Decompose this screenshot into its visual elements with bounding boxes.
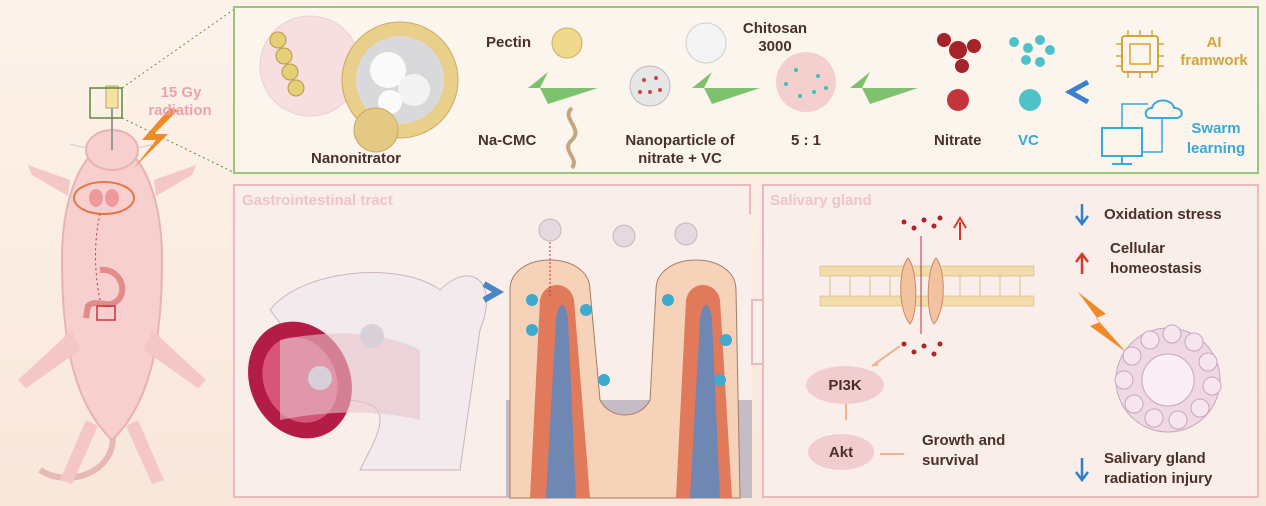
cellular-label: Cellular [1110,240,1166,257]
pi3k-label: PI3K [828,376,862,394]
cellular-label-line2: homeostasis [1110,260,1202,277]
nitrate-label: Nitrate [934,132,982,149]
ratio-label: 5 : 1 [790,132,821,149]
chitosan-label: Chitosan [742,20,808,37]
vc-label: VC [1018,132,1039,149]
swarm-label-line2: learning [1186,140,1246,157]
ai-label: AI [1206,34,1222,51]
injury-label: Salivary gland [1104,450,1206,467]
na-cmc-label: Na-CMC [478,132,537,149]
mouse-illustration [18,9,234,484]
nanoparticle-label-line2: nitrate + VC [638,150,722,167]
sg-panel-title: Salivary gland [770,192,872,209]
gi-panel-title: Gastrointestinal tract [242,192,393,209]
radiation-dose-label: 15 Gy [160,84,202,101]
swarm-label: Swarm [1191,120,1241,137]
akt-label: Akt [828,443,854,461]
growth-label-line2: survival [922,452,979,469]
pi3k-node: PI3K [806,366,884,404]
oxidation-label: Oxidation stress [1104,206,1222,223]
nanonitrator-label: Nanonitrator [311,150,401,167]
nanoparticle-label: Nanoparticle of [625,132,735,149]
ai-label-line2: framwork [1180,52,1248,69]
chitosan-mw-label: 3000 [758,38,792,55]
akt-node: Akt [808,434,874,470]
radiation-label: radiation [148,102,212,119]
pectin-label: Pectin [486,34,532,51]
injury-label-line2: radiation injury [1104,470,1213,487]
growth-label: Growth and [922,432,1006,449]
